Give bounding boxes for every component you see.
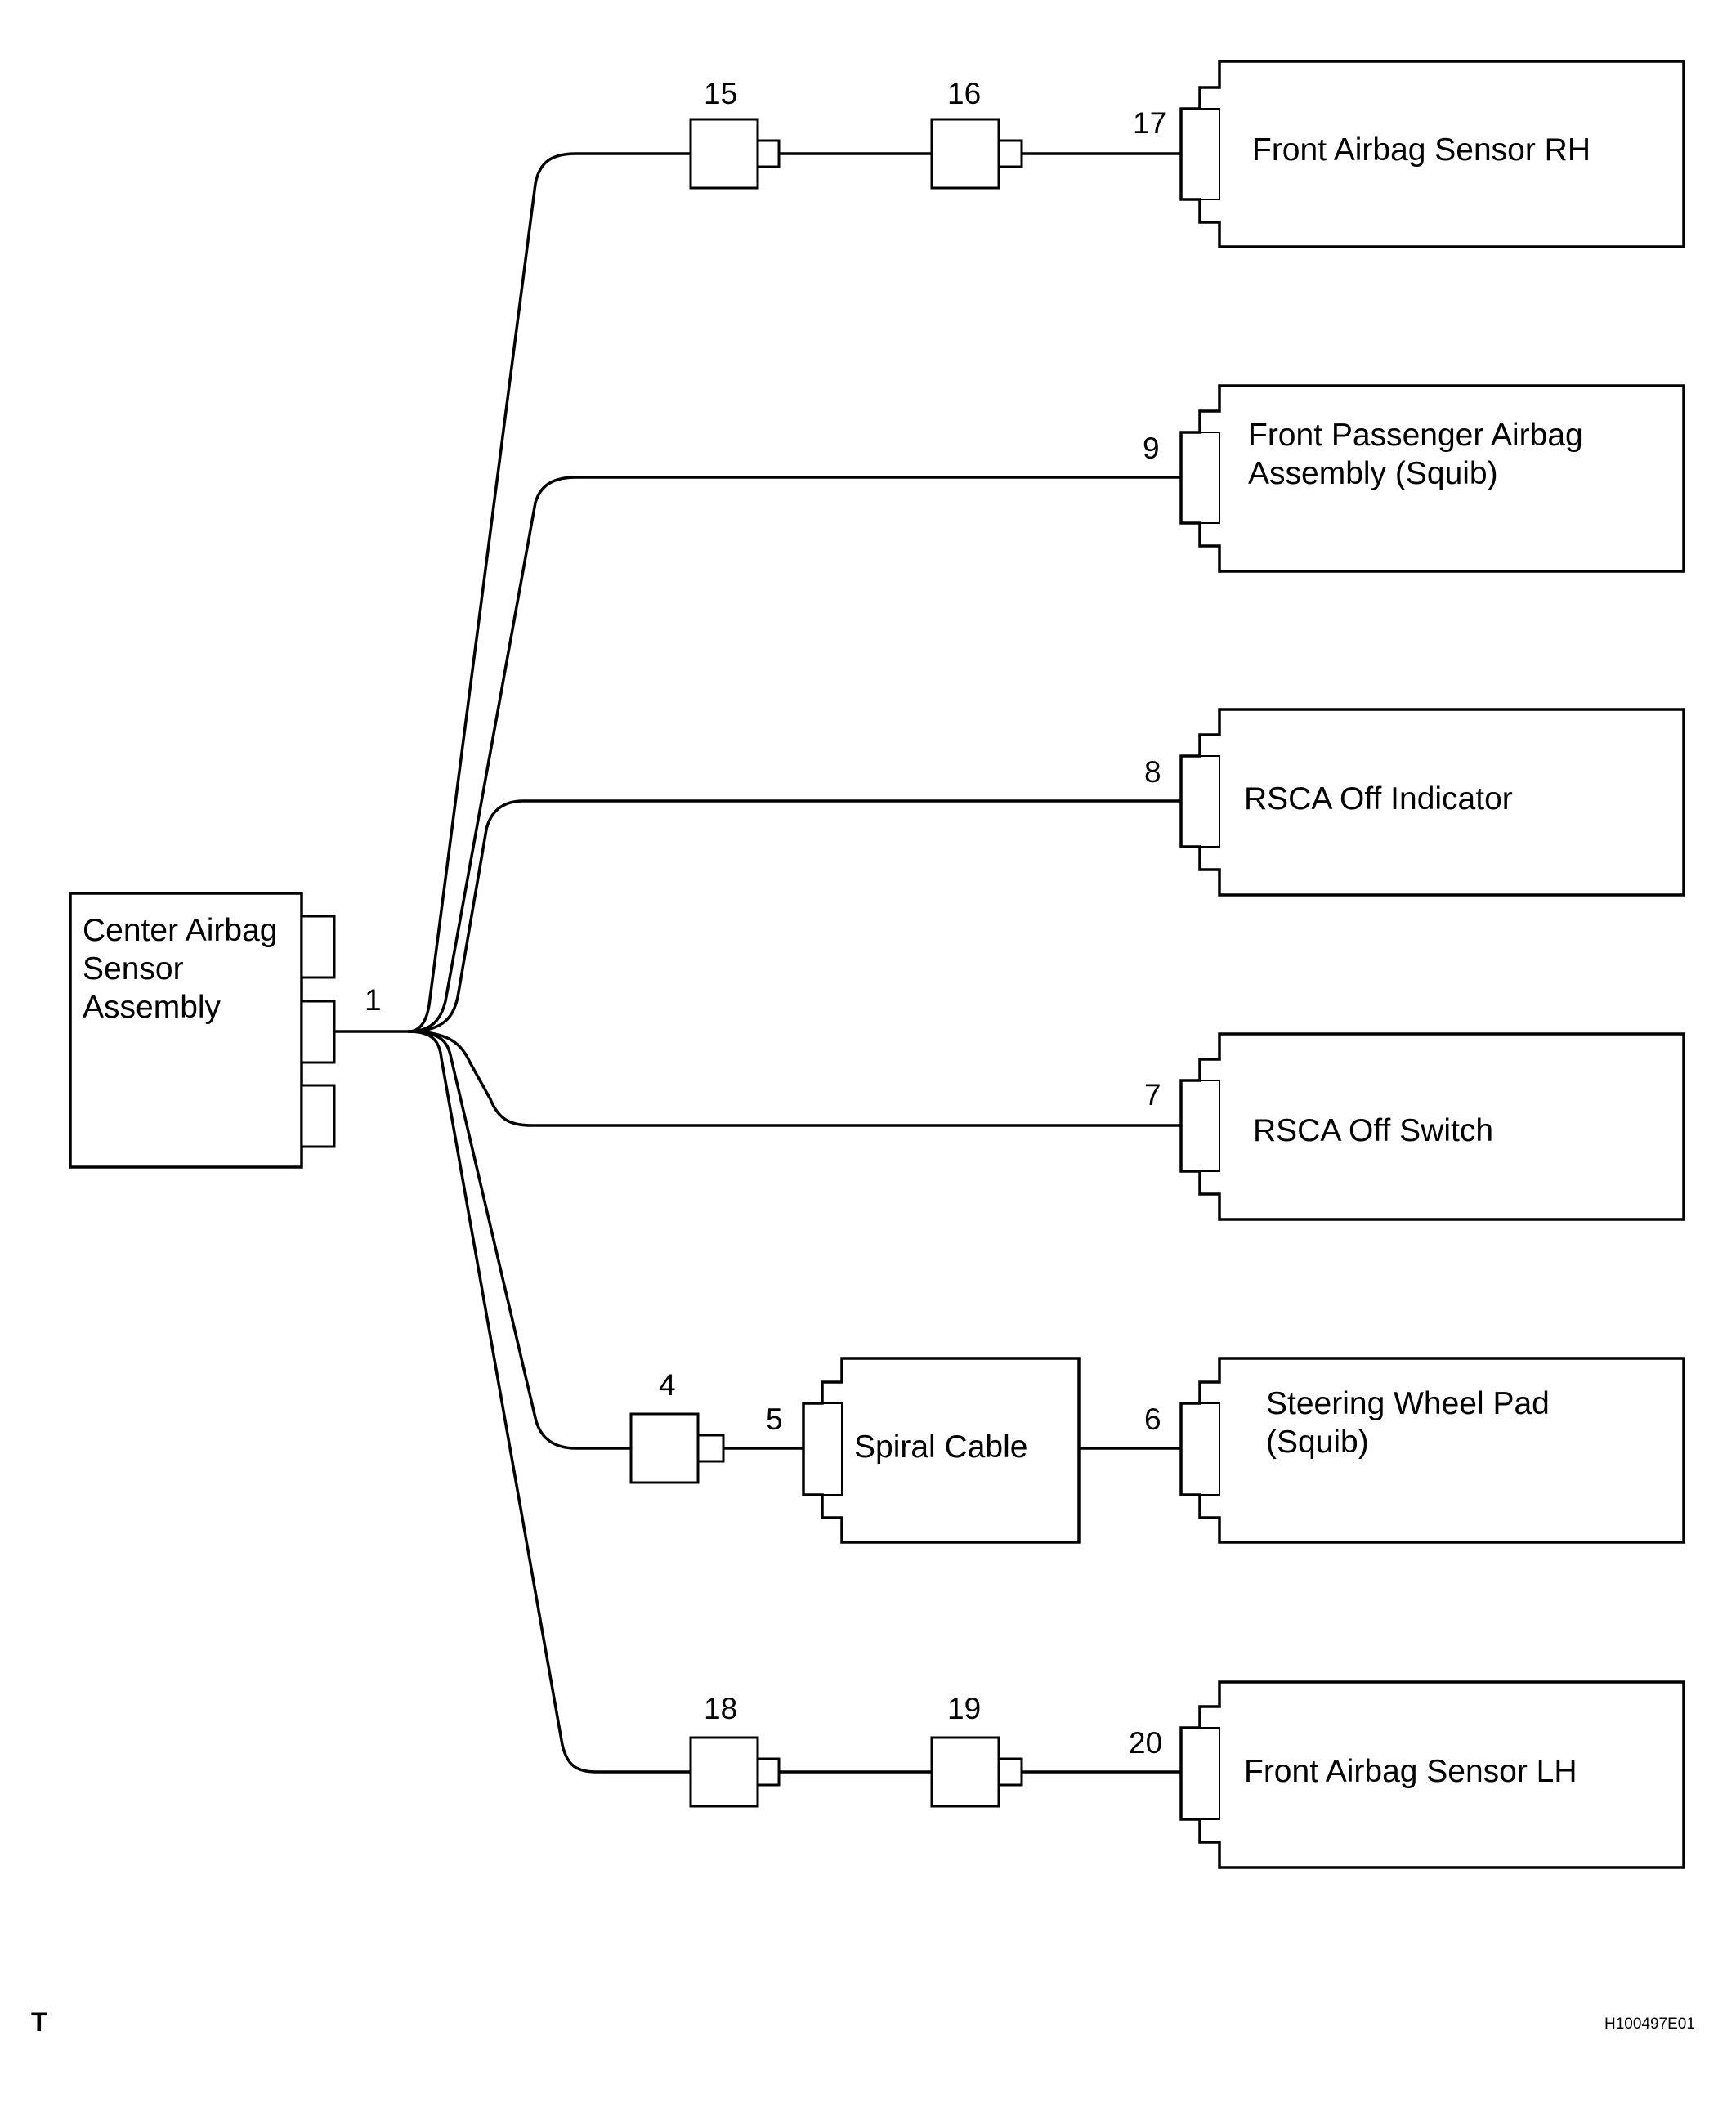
rsca-off-switch: RSCA Off Switch (1179, 1032, 1685, 1221)
wire-to-front-rh (333, 152, 692, 1033)
connector-18 (689, 1736, 781, 1808)
connector-label-16: 16 (947, 77, 981, 110)
connector-label-1: 1 (365, 983, 382, 1017)
wire-to-rsca-indicator (407, 799, 1183, 1033)
passenger-label-line2: Assembly (Squib) (1248, 456, 1498, 491)
connector-label-17: 17 (1133, 106, 1166, 140)
center-label-line2: Sensor (83, 951, 184, 986)
steering-label-line1: Steering Wheel Pad (1266, 1386, 1550, 1421)
wire-harness (333, 152, 1183, 1774)
connector-label-5: 5 (766, 1402, 783, 1436)
front-lh-label: Front Airbag Sensor LH (1244, 1754, 1577, 1789)
front-passenger-airbag-assembly: Front Passenger Airbag Assembly (Squib) (1179, 384, 1685, 573)
steering-wheel-pad: Steering Wheel Pad (Squib) (1179, 1357, 1685, 1544)
connector-label-18: 18 (704, 1692, 737, 1725)
spiral-label: Spiral Cable (854, 1429, 1027, 1465)
front-rh-label: Front Airbag Sensor RH (1252, 132, 1591, 168)
connector-label-4: 4 (659, 1368, 676, 1402)
connector-19 (930, 1736, 1023, 1808)
connector-label-19: 19 (947, 1692, 981, 1725)
center-label-line3: Assembly (83, 990, 221, 1025)
connector-4 (629, 1412, 725, 1484)
spiral-cable: Spiral Cable (802, 1357, 1081, 1544)
wire-to-rsca-switch (407, 1030, 1183, 1127)
steering-label-line2: (Squib) (1266, 1425, 1369, 1460)
footer-mark: T (31, 2007, 47, 2037)
rsca-indicator-label: RSCA Off Indicator (1244, 781, 1513, 816)
rsca-off-indicator: RSCA Off Indicator (1179, 708, 1685, 897)
connector-16 (930, 118, 1023, 190)
figure-code: H100497E01 (1604, 2015, 1695, 2033)
center-airbag-sensor-assembly: Center Airbag Sensor Assembly (69, 892, 336, 1169)
rsca-switch-label: RSCA Off Switch (1253, 1113, 1493, 1148)
center-label-line1: Center Airbag (83, 913, 277, 948)
connector-label-8: 8 (1144, 755, 1161, 789)
connector-label-20: 20 (1129, 1726, 1162, 1760)
connector-label-6: 6 (1144, 1402, 1161, 1436)
connector-label-15: 15 (704, 77, 737, 110)
wire-to-spiral (407, 1030, 633, 1450)
connector-label-9: 9 (1143, 432, 1160, 465)
wire-to-front-lh (407, 1030, 692, 1774)
front-airbag-sensor-rh: Front Airbag Sensor RH (1179, 60, 1685, 248)
wire-to-passenger (407, 476, 1183, 1033)
connector-15 (689, 118, 781, 190)
passenger-label-line1: Front Passenger Airbag (1248, 418, 1583, 453)
connector-label-7: 7 (1144, 1078, 1161, 1112)
front-airbag-sensor-lh: Front Airbag Sensor LH (1179, 1680, 1685, 1869)
